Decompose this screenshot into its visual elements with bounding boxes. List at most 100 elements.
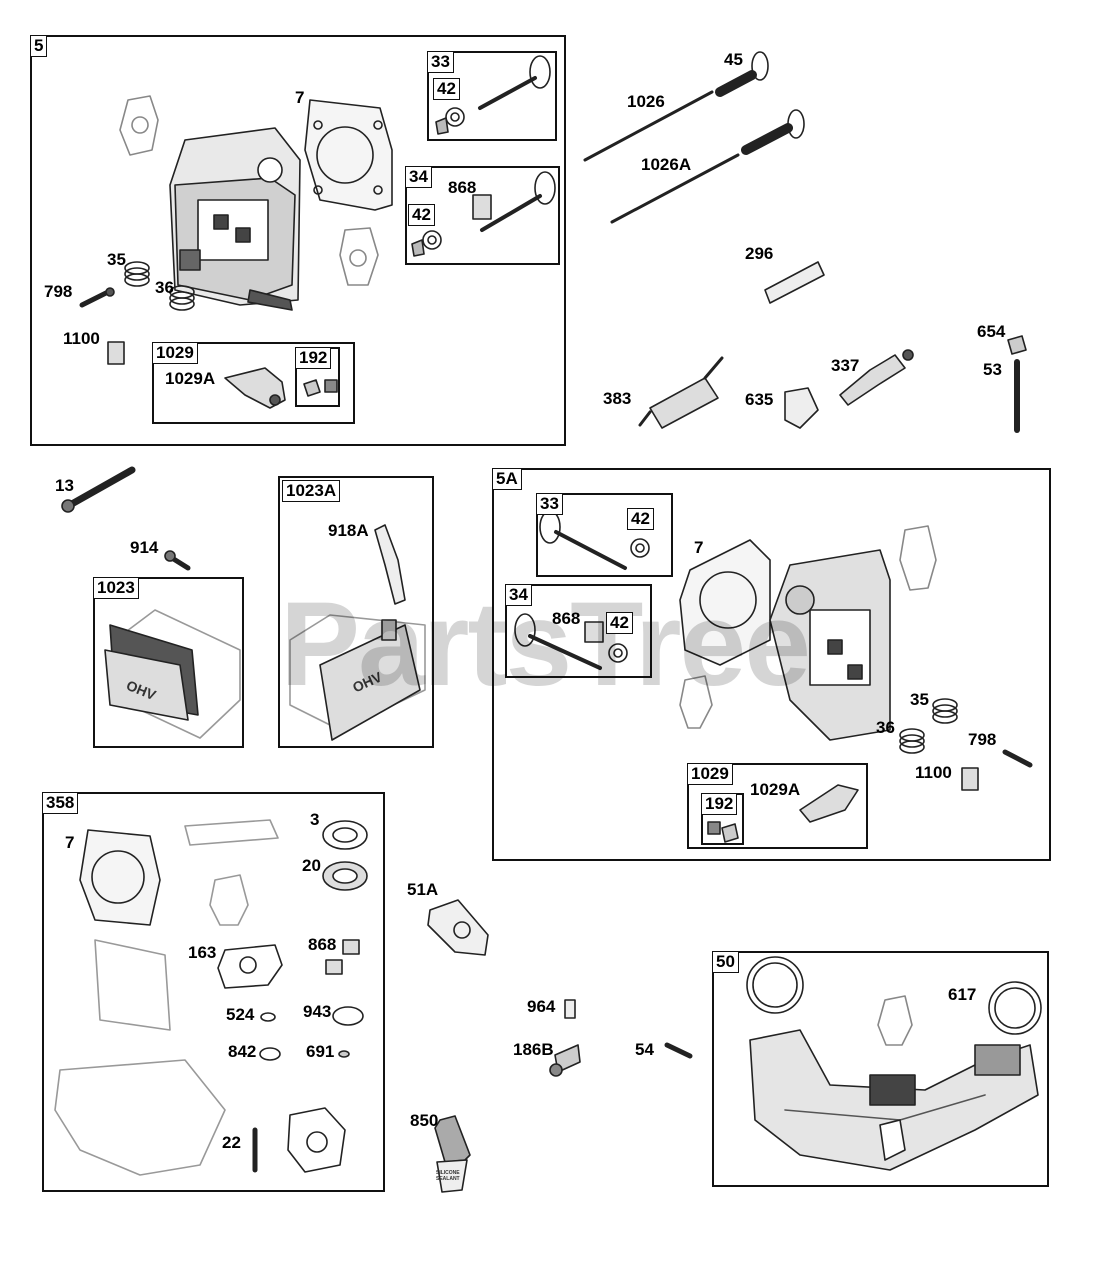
group-box-5A <box>492 468 1051 861</box>
exhaust-gasket-a <box>339 227 379 286</box>
spark-tool-383 <box>638 356 724 429</box>
group-tag-1029b: 1029 <box>687 763 733 785</box>
part-label-964: 964 <box>527 997 556 1016</box>
head-gasket-b <box>679 539 771 666</box>
rocker-nuts-b <box>707 821 739 843</box>
sealant-850 <box>434 1115 471 1193</box>
group-box-34b <box>505 584 652 678</box>
gasket-intake-kit <box>209 874 249 926</box>
spring-35-b <box>932 698 958 724</box>
cylinder-head-a <box>169 127 301 311</box>
part-label-914: 914 <box>130 538 159 557</box>
valve-cover-1023A <box>289 524 426 741</box>
clip-1100-a <box>107 341 125 365</box>
part-label-53: 53 <box>983 360 1002 379</box>
gasket-617-a <box>746 956 804 1014</box>
group-tag-358: 358 <box>42 792 79 814</box>
part-label-524: 524 <box>226 1005 255 1024</box>
group-tag-42a: 42 <box>433 78 460 100</box>
part-label-842: 842 <box>228 1042 257 1061</box>
oring-842 <box>259 1047 281 1061</box>
part-label-7b: 7 <box>694 538 704 557</box>
group-tag-33a: 33 <box>427 51 454 73</box>
rocker-nuts-a <box>303 379 338 397</box>
part-label-1100b: 1100 <box>915 763 952 782</box>
group-tag-42b: 42 <box>408 204 435 226</box>
crankcase-gasket-kit <box>54 1059 226 1176</box>
spring-36-b <box>899 728 925 754</box>
valve-cover-1023 <box>104 609 241 739</box>
part-label-918A: 918A <box>328 521 369 540</box>
bolt-798-a <box>79 287 115 308</box>
part-label-7c: 7 <box>65 833 75 852</box>
screw-54 <box>664 1042 693 1059</box>
group-tag-34b: 34 <box>505 584 532 606</box>
gasket-7-kit <box>79 829 161 926</box>
boot-635 <box>784 387 819 429</box>
plug-964 <box>564 999 576 1019</box>
exhaust-gasket-b <box>679 675 713 729</box>
part-label-54: 54 <box>635 1040 654 1059</box>
part-label-1100a: 1100 <box>63 329 100 348</box>
group-box-34a <box>405 166 560 265</box>
oring-524 <box>260 1012 276 1022</box>
head-gasket-a <box>304 99 393 211</box>
part-label-850: 850 <box>410 1111 439 1130</box>
flange-gasket-kit <box>287 1107 346 1173</box>
bolt-13 <box>61 466 136 513</box>
push-rod-1026A <box>610 153 740 224</box>
group-tag-42c: 42 <box>627 508 654 530</box>
group-tag-192a: 192 <box>295 347 332 369</box>
part-label-943: 943 <box>303 1002 332 1021</box>
group-tag-5: 5 <box>30 35 48 57</box>
watermark: PartsTree <box>280 577 811 711</box>
group-tag-50: 50 <box>712 951 739 973</box>
part-label-654: 654 <box>977 322 1006 341</box>
group-tag-42d: 42 <box>606 612 633 634</box>
part-label-3: 3 <box>310 810 320 829</box>
group-box-5 <box>30 35 566 446</box>
intake-gasket-a <box>119 95 159 156</box>
part-label-20: 20 <box>302 856 321 875</box>
tube-296 <box>764 261 825 304</box>
gasket-163 <box>217 944 283 989</box>
group-tag-34a: 34 <box>405 166 432 188</box>
seal-3 <box>322 820 368 850</box>
part-label-337: 337 <box>831 356 860 375</box>
spring-36-a <box>169 285 195 311</box>
screw-914 <box>164 550 191 571</box>
part-label-7a: 7 <box>295 88 305 107</box>
spring-35-a <box>124 261 150 287</box>
valve-34-a <box>472 171 556 232</box>
group-tag-1029a: 1029 <box>152 342 198 364</box>
gasket-617-b <box>988 981 1042 1035</box>
intake-manifold-50 <box>749 1029 1039 1171</box>
part-label-798a: 798 <box>44 282 73 301</box>
group-tag-5A: 5A <box>492 468 522 490</box>
group-box-1023A <box>278 476 434 748</box>
keeper-42-b <box>411 230 442 257</box>
gasket-51A <box>427 899 489 956</box>
group-tag-192b: 192 <box>701 793 738 815</box>
group-box-33b <box>536 493 673 577</box>
part-label-691: 691 <box>306 1042 335 1061</box>
group-box-1029b <box>687 763 868 849</box>
part-label-1026: 1026 <box>627 92 665 111</box>
part-label-22: 22 <box>222 1133 241 1152</box>
part-label-36a: 36 <box>155 278 174 297</box>
part-label-186B: 186B <box>513 1040 554 1059</box>
part-label-617: 617 <box>948 985 977 1004</box>
cover-gasket-kit <box>94 939 171 1031</box>
guide-45 <box>715 51 769 97</box>
gasket-top-kit <box>184 819 279 846</box>
intake-gasket-b <box>899 525 937 591</box>
part-label-868a: 868 <box>448 178 477 197</box>
group-tag-1023A: 1023A <box>282 480 341 502</box>
spark-plug-337 <box>839 349 914 406</box>
bolt-798-b <box>1002 749 1033 768</box>
part-label-45: 45 <box>724 50 743 69</box>
part-label-868b: 868 <box>552 609 581 628</box>
seal-20 <box>322 861 368 891</box>
tube-868-kit <box>325 939 360 975</box>
